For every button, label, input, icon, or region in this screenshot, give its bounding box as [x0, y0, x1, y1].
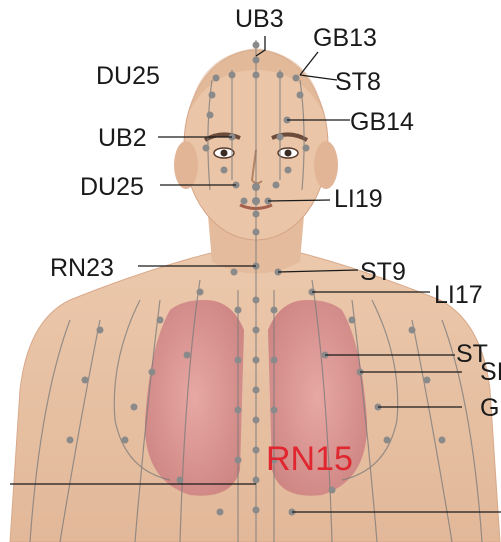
label-g-right: G: [480, 396, 499, 421]
label-gb14: GB14: [350, 110, 414, 135]
label-li19: LI19: [334, 187, 383, 212]
label-ub3: UB3: [235, 7, 284, 32]
right-ear: [314, 141, 338, 189]
label-li17: LI17: [434, 283, 483, 308]
label-si-right: SI: [480, 360, 501, 385]
label-st8: ST8: [335, 70, 381, 95]
label-gb13: GB13: [313, 26, 377, 51]
label-rn15: RN15: [266, 442, 353, 476]
label-st9: ST9: [360, 260, 406, 285]
label-ub2: UB2: [98, 126, 147, 151]
label-du25-top: DU25: [96, 64, 160, 89]
left-ear: [174, 141, 198, 189]
label-du25-mid: DU25: [80, 175, 144, 200]
label-rn23: RN23: [50, 256, 114, 281]
